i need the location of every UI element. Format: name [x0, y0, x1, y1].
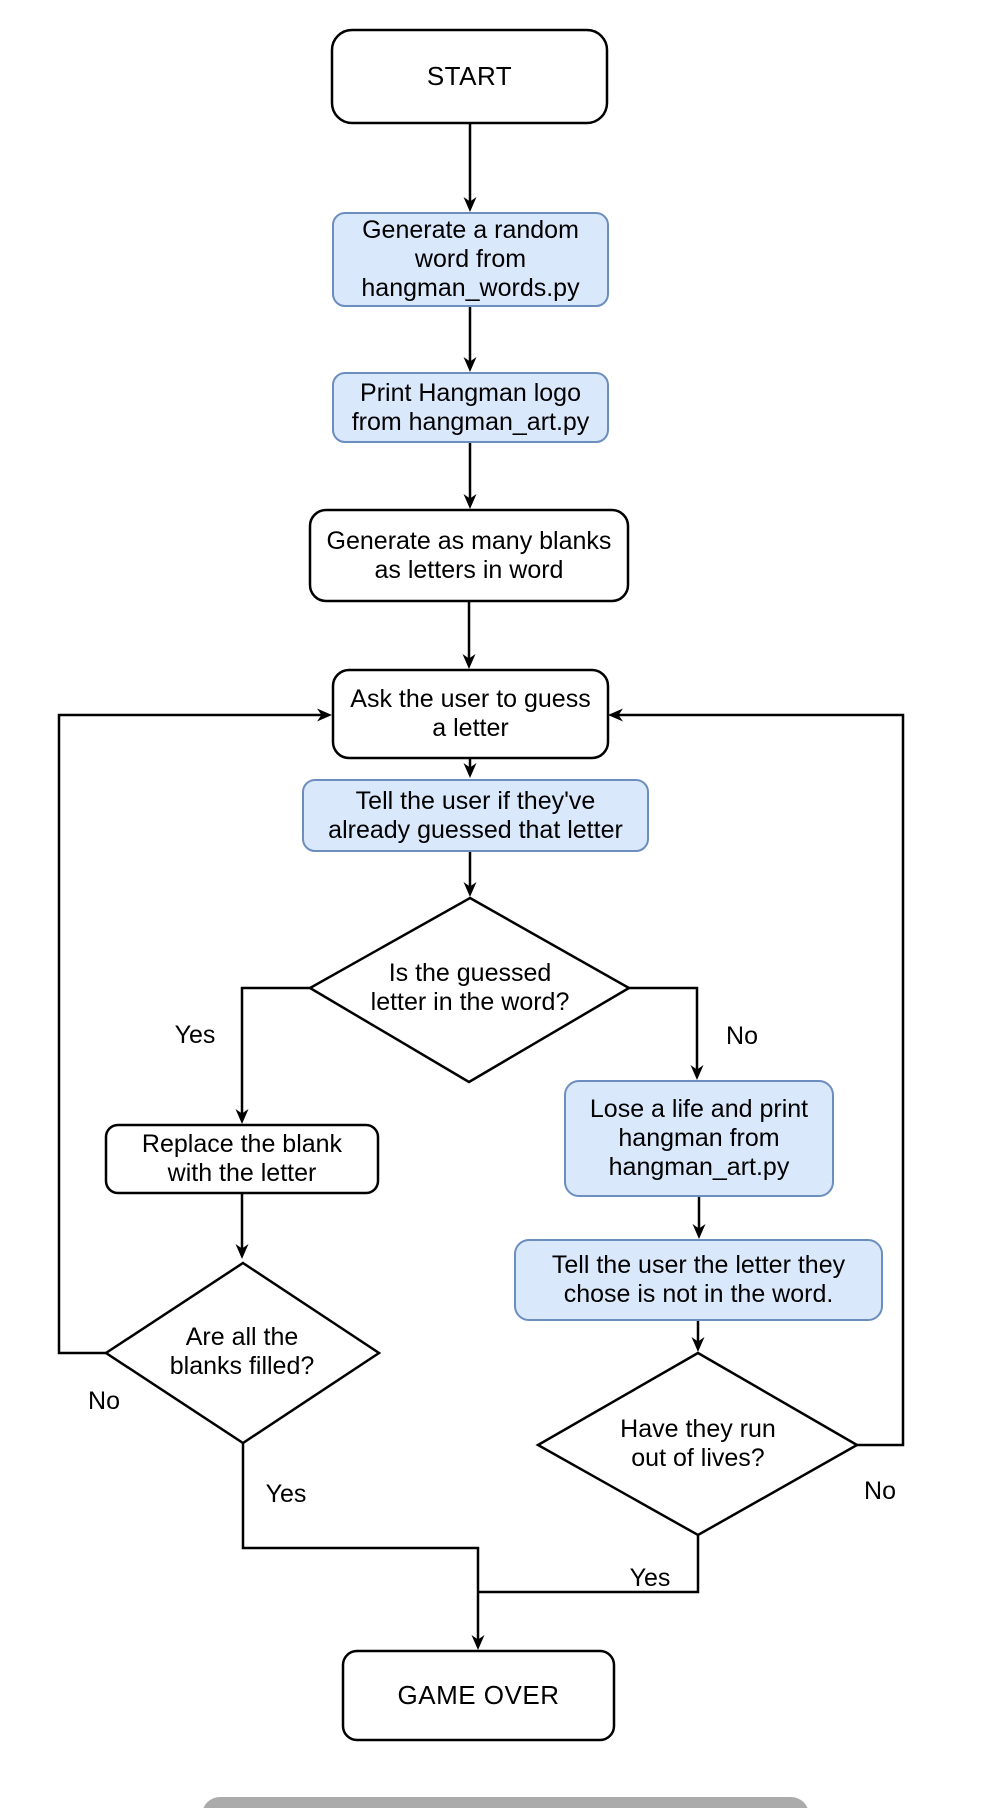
flow-arrowheads — [235, 197, 706, 1650]
are-blanks-filled-decision-shape — [103, 1261, 382, 1445]
arrowhead — [463, 357, 477, 372]
arrowhead — [462, 654, 476, 669]
arrowhead — [692, 1224, 706, 1239]
tell-not-in-word-node-shape — [514, 1239, 883, 1321]
edge-decision1-yes-to-replace-blank — [240, 986, 310, 1114]
game-over-node-shape — [341, 1649, 616, 1742]
arrowhead — [235, 1109, 249, 1124]
generate-blanks-node-shape — [308, 508, 630, 603]
replace-blank-node-shape — [104, 1123, 380, 1195]
print-logo-node-shape — [332, 372, 609, 443]
bottom-pill-handle[interactable] — [202, 1797, 809, 1808]
flow-connectors — [57, 123, 905, 1640]
arrowhead — [235, 1244, 249, 1259]
arrowhead — [463, 763, 477, 778]
lose-life-node-shape — [564, 1080, 834, 1197]
arrowhead — [463, 494, 477, 509]
start-node-shape — [330, 28, 609, 125]
arrowhead — [317, 708, 332, 722]
is-letter-in-word-decision-shape — [307, 896, 632, 1084]
out-of-lives-decision-shape — [535, 1351, 860, 1537]
arrowhead — [691, 1337, 705, 1352]
edge-decision2-yes-to-game-over — [241, 1443, 480, 1640]
edge-decision1-no-to-lose-life — [629, 986, 699, 1070]
arrowhead — [463, 197, 477, 212]
edge-decision2-no-loop-to-ask-user — [57, 713, 322, 1355]
arrowhead — [471, 1635, 485, 1650]
edge-decision3-yes-to-game-over — [478, 1535, 700, 1594]
arrowhead — [690, 1065, 704, 1080]
ask-user-node-shape — [331, 668, 610, 760]
arrowhead — [608, 708, 623, 722]
flow-nodes — [103, 28, 883, 1808]
edge-decision3-no-loop-to-ask-user — [618, 713, 905, 1447]
tell-already-guessed-node-shape — [302, 779, 649, 852]
generate-word-node-shape — [332, 212, 609, 307]
arrowhead — [463, 882, 477, 897]
